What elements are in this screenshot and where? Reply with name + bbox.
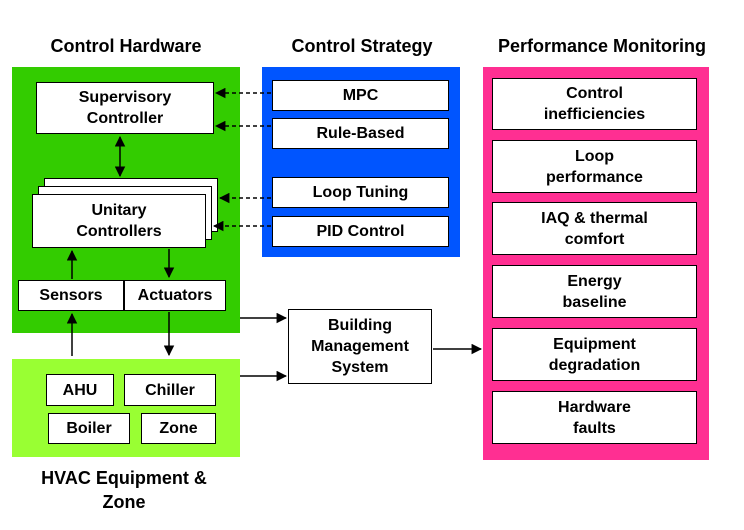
loop-tuning-box: Loop Tuning	[272, 177, 449, 208]
control-strategy-header: Control Strategy	[291, 36, 433, 56]
pid-control-box: PID Control	[272, 216, 449, 247]
ahu-box: AHU	[46, 374, 114, 406]
hardware-faults-box: Hardware faults	[492, 391, 697, 444]
supervisory-controller-box: Supervisory Controller	[36, 82, 214, 134]
mpc-box: MPC	[272, 80, 449, 111]
loop-performance-box: Loop performance	[492, 140, 697, 193]
energy-baseline-box: Energy baseline	[492, 265, 697, 318]
control-inefficiencies-box: Control inefficiencies	[492, 78, 697, 130]
zone-box: Zone	[141, 413, 216, 444]
rule-based-box: Rule-Based	[272, 118, 449, 149]
boiler-box: Boiler	[48, 413, 130, 444]
hvac-equipment-zone-header: HVAC Equipment & Zone	[41, 468, 207, 512]
sensors-box: Sensors	[18, 280, 124, 311]
chiller-box: Chiller	[124, 374, 216, 406]
iaq-thermal-comfort-box: IAQ & thermal comfort	[492, 202, 697, 255]
performance-monitoring-header: Performance Monitoring	[497, 36, 707, 56]
control-hardware-header: Control Hardware	[50, 36, 202, 56]
unitary-controllers-box: Unitary Controllers	[32, 194, 206, 248]
building-management-system-box: Building Management System	[288, 309, 432, 384]
actuators-box: Actuators	[124, 280, 226, 311]
equipment-degradation-box: Equipment degradation	[492, 328, 697, 381]
